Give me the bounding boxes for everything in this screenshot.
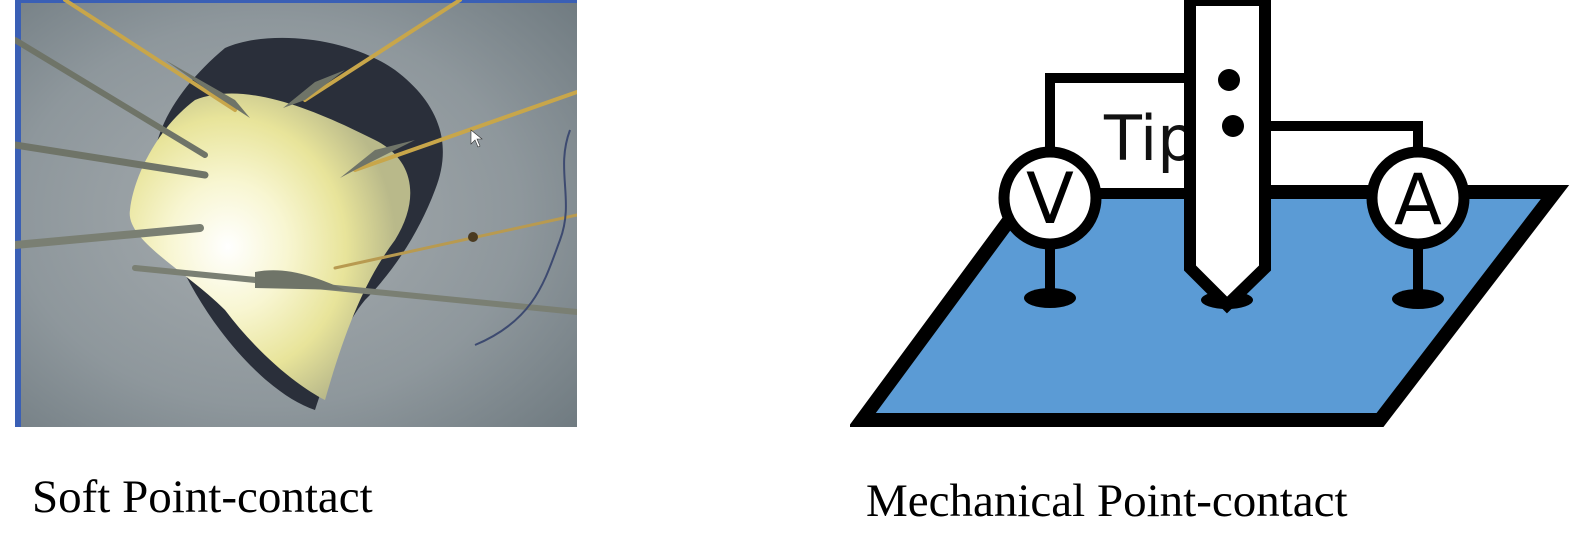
tip-label: Tip [1103, 102, 1197, 175]
tip-junction-lower [1222, 115, 1244, 137]
ammeter-contact-pad [1392, 289, 1444, 309]
mechanical-point-contact-diagram: Tip V A [850, 0, 1570, 440]
ammeter-icon [1366, 146, 1470, 250]
voltmeter-contact-pad [1024, 288, 1076, 308]
contaminant-dot [468, 232, 478, 242]
mechanical-point-contact-caption: Mechanical Point-contact [866, 475, 1348, 527]
cursor-icon [470, 129, 483, 148]
screen-edge [15, 0, 21, 427]
tip-body [1184, 0, 1271, 314]
fiber [474, 129, 571, 346]
soft-point-contact-caption: Soft Point-contact [32, 471, 373, 523]
ammeter-label: A [1394, 159, 1442, 241]
voltmeter-icon [998, 146, 1102, 250]
sample-glow [129, 93, 411, 400]
soft-point-contact-photo [15, 0, 577, 427]
voltmeter-label: V [1026, 158, 1074, 240]
screen-top-edge [15, 0, 577, 3]
probe-wires [15, 0, 577, 315]
tip-junction-upper [1218, 69, 1240, 91]
